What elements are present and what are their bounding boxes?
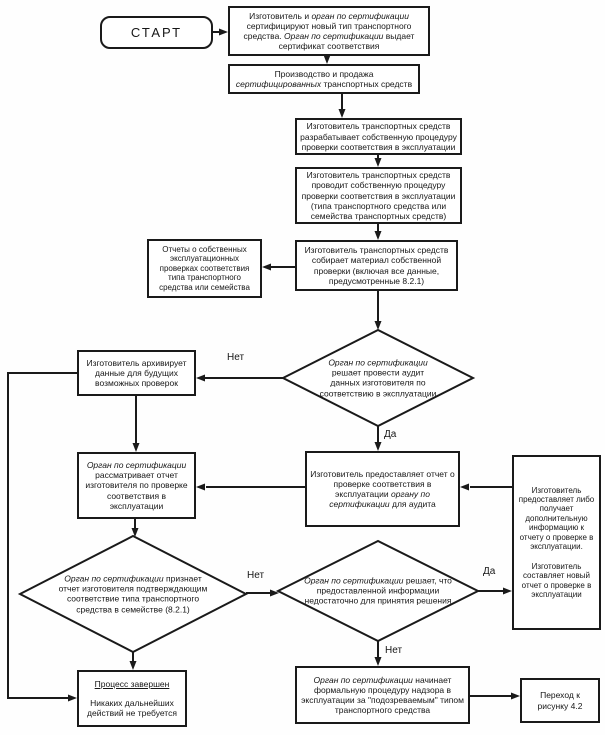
node-certify-new-type: Изготовитель и орган по сертификации сер… [228,6,430,56]
edge-insufficient-yes-to-additional [478,587,512,595]
node-additional-info: Изготовитель предоставляет либо получает… [512,455,601,630]
text-segment-italic: Орган по сертификации [328,357,428,368]
text-segment: решает, что предоставленной информации н… [304,575,452,607]
complete-text: Процесс завершен Никаких дальнейших дейс… [82,679,182,718]
additional-paragraph-2: Изготовитель составляет новый отчет о пр… [521,561,592,599]
edge-audit-yes-to-submit [374,426,382,451]
text-segment: начинает формальную процедуру надзора в … [301,674,464,716]
node-process-complete: Процесс завершен Никаких дальнейших дейс… [77,670,187,727]
edge-collect-to-reports [262,263,295,271]
text-segment: признает отчет изготовителя подтверждающ… [58,573,208,615]
edge-review-to-confirm-decision [131,519,139,537]
edge-start-to-certify [213,28,228,36]
text-segment: сертифицируют новый тип транспортного ср… [243,20,412,41]
node-review-report: Орган по сертификации рассматривает отче… [77,452,196,519]
edge-certify-to-production [323,55,331,64]
text-segment: выдает сертификат соответствия [278,31,415,52]
text-segment-italic: Орган по сертификации [64,573,164,584]
text-segment: Изготовитель и [249,10,312,21]
review-text: Орган по сертификации рассматривает отче… [82,460,191,510]
reports-text: Отчеты о собственных эксплуатационных пр… [159,244,250,292]
additional-paragraph-1: Изготовитель предоставляет либо получает… [518,485,595,552]
text-segment: рассматривает отчет изготовителя по пров… [85,470,188,511]
node-submit-report: Изготовитель предоставляет отчет о прове… [305,451,460,527]
complete-body: Никаких дальнейших действий не требуется [87,697,177,718]
node-production-sale: Производство и продажа сертифицированных… [228,64,420,94]
edge-audit-no-to-archive [196,374,283,382]
label-no-audit: Нет [227,352,245,363]
text-segment-italic: Орган по сертификации [304,575,404,586]
edge-surveillance-to-goto [470,692,520,700]
archive-text: Изготовитель архивирует данные для будущ… [86,357,187,388]
text-segment-italic: Орган по сертификации [284,31,384,41]
node-goto-figure-4-2: Переход к рисунку 4.2 [520,678,600,723]
text-segment-italic: сертифицированных [235,79,322,89]
certify-text: Изготовитель и орган по сертификации сер… [233,11,425,51]
collect-text: Изготовитель транспортных средств собира… [304,245,449,286]
node-collect-material: Изготовитель транспортных средств собира… [295,240,458,291]
text-segment: Изготовитель предоставляет отчет о прове… [310,468,455,499]
edge-archive-to-review [132,396,140,452]
node-start: СТАРТ [100,16,213,49]
complete-title: Процесс завершен [94,678,170,689]
text-segment: решает провести аудит данных изготовител… [319,367,437,399]
edge-develop-to-conduct [374,155,382,167]
text-segment-italic: органу по сертификации [329,489,430,510]
goto-text: Переход к рисунку 4.2 [537,690,583,711]
decision-report-confirms-shape [17,534,249,654]
text-segment-italic: Орган по сертификации [313,674,413,685]
text-segment: для аудита [389,499,436,510]
additional-text: Изготовитель предоставляет либо получает… [517,486,596,600]
label-yes-audit: Да [384,429,397,440]
label-no-confirm: Нет [247,570,265,581]
develop-text: Изготовитель транспортных средств разраб… [300,121,457,152]
submit-text: Изготовитель предоставляет отчет о прове… [310,469,455,509]
text-segment: транспортных средств [321,79,413,89]
edge-confirm-to-complete [129,652,137,670]
node-archive-data: Изготовитель архивирует данные для будущ… [77,350,196,396]
text-segment-italic: Орган по сертификации [86,460,187,471]
text-segment: Производство и продажа [274,68,374,79]
edge-production-to-develop [338,94,346,118]
node-develop-procedure: Изготовитель транспортных средств разраб… [295,118,462,155]
edge-collect-to-audit-decision [374,291,382,330]
text-segment-italic: орган по сертификации [311,10,409,21]
edge-confirm-no-to-insufficient [246,589,279,597]
decision-audit-shape [280,328,476,428]
edge-insufficient-no-to-surveillance [374,641,382,666]
start-label: СТАРТ [130,24,183,40]
decision-info-insufficient-shape [275,539,481,643]
surveillance-text: Орган по сертификации начинает формальну… [300,675,465,715]
node-inuse-reports: Отчеты о собственных эксплуатационных пр… [147,239,262,298]
edge-archive-to-complete [7,372,77,702]
edge-submit-to-review [196,483,305,491]
conduct-text: Изготовитель транспортных средств провод… [301,170,456,221]
node-formal-surveillance: Орган по сертификации начинает формальну… [295,666,470,724]
edge-additional-to-submit [460,483,512,491]
edge-conduct-to-collect [374,224,382,240]
decision-audit-text: Орган по сертификации решает провести ау… [318,358,438,399]
label-no-insufficient: Нет [385,645,403,656]
node-conduct-procedure: Изготовитель транспортных средств провод… [295,167,462,224]
decision-report-confirms-text: Орган по сертификации признает отчет изг… [53,574,213,615]
production-text: Производство и продажа сертифицированных… [233,69,415,89]
label-yes-insufficient: Да [483,566,496,577]
decision-info-insufficient-text: Орган по сертификации решает, что предос… [303,576,453,607]
